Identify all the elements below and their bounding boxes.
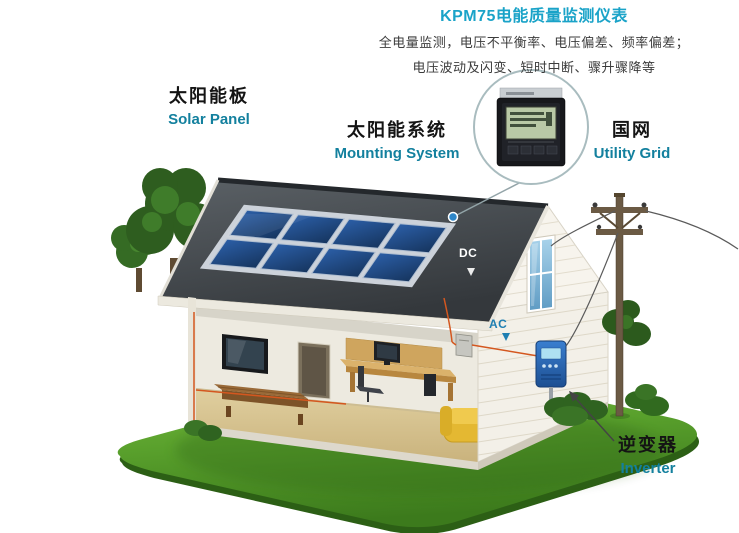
utility-grid-label-zh: 国网 — [612, 120, 652, 140]
solar-panel-array — [200, 205, 456, 288]
computer-monitor — [374, 341, 400, 365]
utility-pole — [591, 193, 648, 419]
mounting-system-label-en: Mounting System — [334, 144, 460, 162]
meter-bubble — [473, 69, 589, 185]
ac-tag: AC — [489, 317, 508, 331]
orange-wires — [193, 297, 539, 421]
inverter-label-en: Inverter — [620, 459, 676, 477]
label-inverter: 逆变器 Inverter — [590, 435, 706, 477]
label-solar-panel: 太阳能板 Solar Panel — [148, 86, 270, 128]
pc-tower — [424, 374, 436, 396]
inverter-label-zh: 逆变器 — [618, 435, 678, 455]
solar-panel-label-zh: 太阳能板 — [169, 86, 249, 106]
wall-utility-box — [455, 333, 473, 358]
header-title: KPM75电能质量监测仪表 — [440, 8, 628, 25]
solar-panel-label-en: Solar Panel — [168, 110, 250, 128]
interior-floor — [188, 389, 478, 464]
right-foliage — [602, 300, 651, 346]
header: KPM75电能质量监测仪表 全电量监测，电压不平衡率、电压偏差、频率偏差； 电压… — [366, 2, 702, 76]
header-desc-line2: 电压波动及闪变、短时中断、骤升骤降等 — [412, 60, 656, 75]
inverter-pointer-arrow — [568, 390, 615, 442]
meter-connector-line — [454, 180, 524, 217]
tv — [222, 334, 268, 374]
label-utility-grid: 国网 Utility Grid — [572, 120, 692, 162]
office-chair — [356, 366, 384, 402]
interior-back-wall — [196, 304, 478, 417]
mounting-system-label-zh: 太阳能系统 — [347, 120, 447, 140]
corner-post — [188, 297, 196, 426]
roof-connection-dot-icon — [447, 211, 459, 223]
bushes — [184, 384, 669, 441]
power-lines — [550, 210, 739, 347]
utility-grid-label-en: Utility Grid — [593, 144, 671, 162]
dc-arrow-icon — [467, 268, 475, 276]
power-meter-icon — [496, 87, 566, 167]
dc-tag: DC — [459, 246, 478, 260]
eave-fascia — [157, 295, 493, 332]
foundation — [188, 424, 478, 470]
header-desc-line1: 全电量监测，电压不平衡率、电压偏差、频率偏差； — [378, 35, 690, 50]
house — [157, 180, 609, 470]
label-mounting-system: 太阳能系统 Mounting System — [322, 120, 472, 162]
desk — [340, 337, 456, 401]
window — [526, 234, 556, 314]
ac-arrow-icon — [502, 333, 510, 341]
